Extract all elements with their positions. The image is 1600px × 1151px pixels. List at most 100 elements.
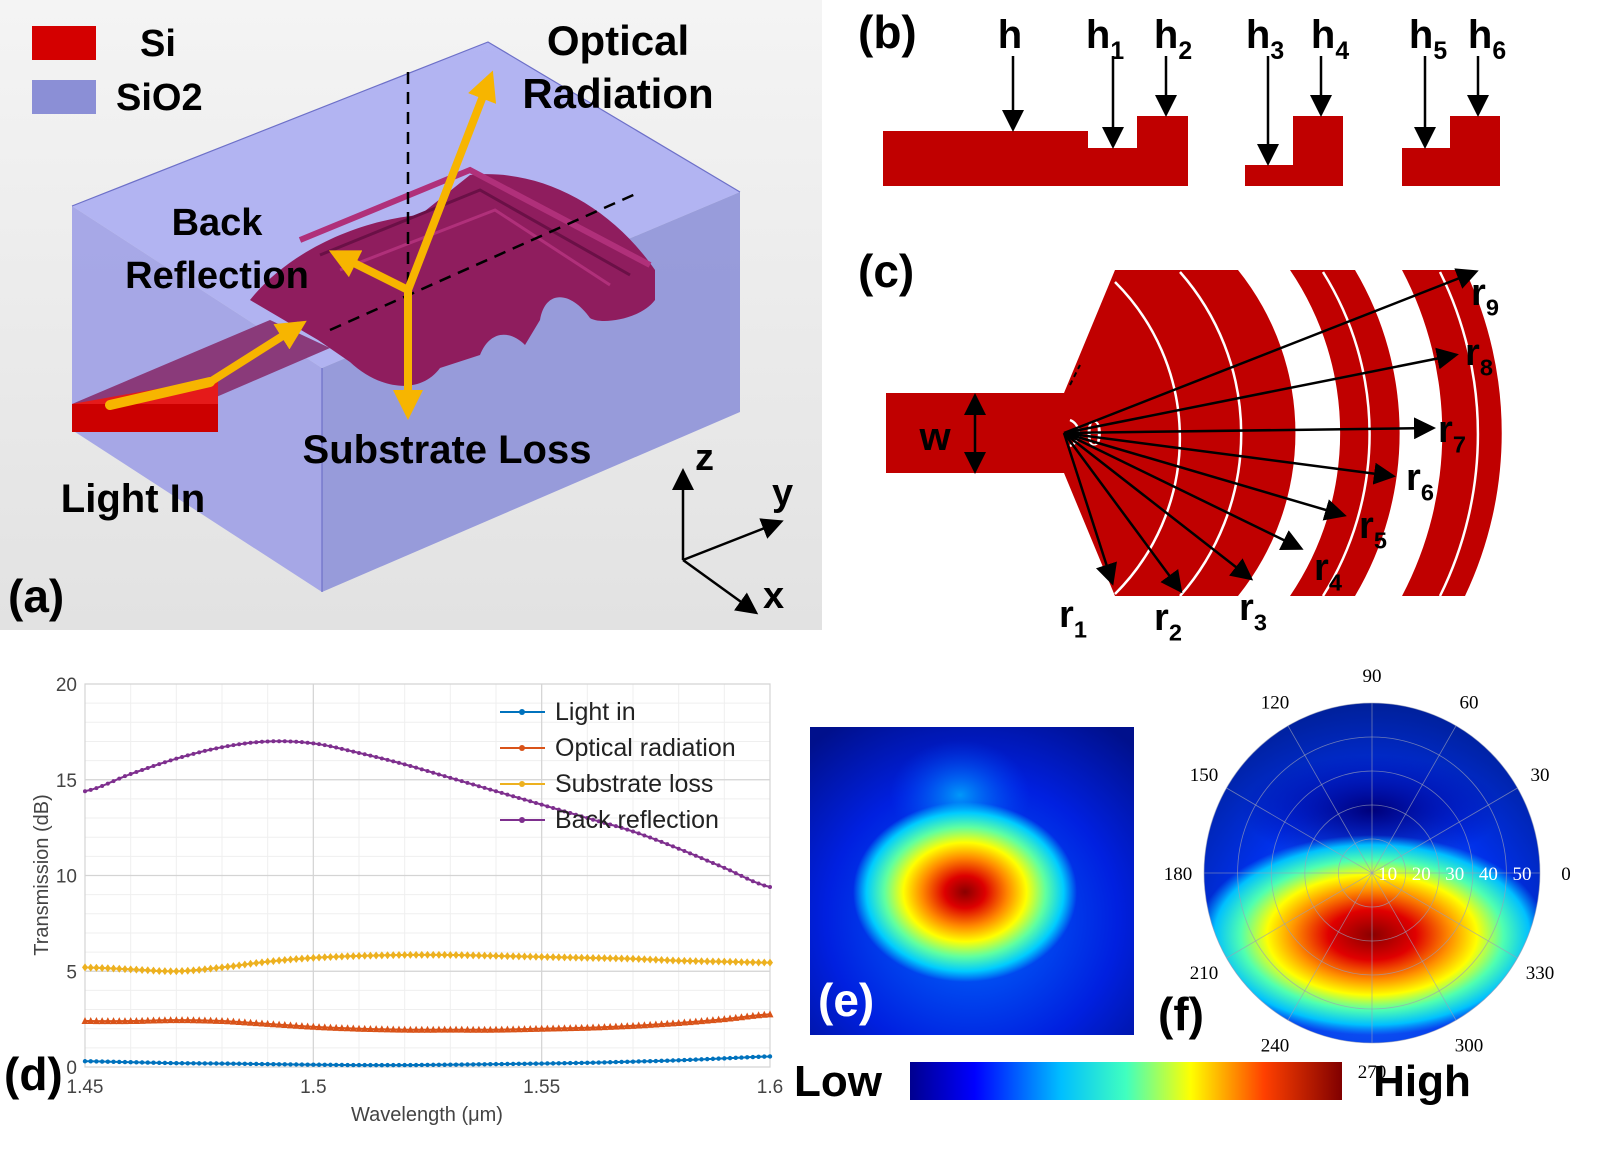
field-hotspot [853,802,1077,982]
radius-arrow-r7 [1063,417,1436,440]
series-point [201,1016,209,1024]
series-point [516,795,521,800]
series-point [247,959,254,968]
series-point [475,1025,483,1033]
series-point [328,1062,333,1068]
series-point [144,966,151,975]
series-point [636,1059,641,1064]
width-label: w [918,415,951,459]
y-axis-label: y [772,472,793,514]
series-point [602,1060,607,1065]
oxide-edge [71,41,741,207]
radius-arrow-r5 [1063,431,1347,521]
series-point [749,958,756,967]
panel-e: (e) [810,727,1134,1035]
series-point [635,955,642,964]
polar-angle-label: 180 [1164,864,1193,885]
panel-label-a: (a) [8,570,64,622]
series-point [134,1060,139,1065]
series-point [463,1025,471,1033]
back-reflection-label: Back [172,202,264,244]
series-point [254,1061,259,1067]
series-point [236,1061,242,1066]
height-label-h1: h1 [1086,13,1124,65]
z-axis-label: z [695,437,714,479]
radius-arrow-r3 [1063,432,1254,581]
y-axis-arrow [682,518,784,562]
series-point [93,963,100,972]
series-point [647,955,654,964]
radius-label-r3: r3 [1239,587,1267,636]
series-point [327,952,334,961]
series-point [299,1062,305,1067]
legend-swatch-si [32,26,96,60]
polar-angle-label: 60 [1460,693,1479,714]
series-point [482,785,487,790]
y-tick-label: 10 [56,867,77,888]
series-point [219,1061,225,1066]
series-point [99,963,106,972]
series-point [545,804,550,809]
series-point [168,1060,173,1066]
series-point [122,774,127,779]
series-point [454,777,459,782]
series-point [709,957,716,966]
series-point [555,1024,563,1032]
series-point [756,1054,761,1060]
series-point [207,1016,215,1024]
series-point [247,1018,255,1026]
series-point [264,1019,272,1027]
radius-arrow-r1 [1062,432,1117,586]
polar-spoke [1287,872,1373,1021]
series-point [412,1025,420,1033]
series-point [254,740,259,745]
height-label-h6: h6 [1468,13,1506,65]
series-point [709,1016,717,1024]
series-point [670,1058,676,1063]
series-point [138,1016,146,1024]
series-point [526,1024,534,1032]
series-point [316,953,323,962]
series-point [562,809,567,814]
series-point [121,1017,129,1025]
series-point [196,1061,202,1066]
series-point [447,950,454,959]
series-point [321,953,328,962]
series-point [115,1017,123,1025]
series-point [185,1061,190,1066]
series-point [498,1025,506,1033]
series-point [139,965,146,974]
series-point [104,964,111,973]
series-point [476,784,481,789]
series-point [356,951,362,960]
series-point [372,1025,380,1033]
series-point [180,755,185,760]
series-point [304,1022,312,1030]
series-point [590,953,597,962]
series-point [328,744,333,749]
series-point [687,1057,693,1063]
series-point [292,1021,300,1029]
series-point [766,1010,774,1018]
series-point [528,799,533,804]
polar-angle-label: 330 [1526,963,1555,984]
series-point [379,1062,385,1068]
legend-marker-0 [519,709,525,715]
series-point [494,789,498,794]
series-point [705,1056,710,1062]
series-point [293,955,300,964]
series-point [224,1017,232,1025]
series-point [385,1062,390,1068]
series-point [414,765,419,770]
series-point [476,1062,482,1067]
series-point [488,1062,493,1067]
series-point [424,950,431,959]
series-point [384,1025,392,1033]
series-point [658,956,665,965]
series-point [532,952,539,961]
polar-spoke [1371,872,1518,959]
series-point [83,789,87,794]
series-point [756,881,761,886]
series-point [195,1016,203,1024]
series-point [402,1062,407,1068]
